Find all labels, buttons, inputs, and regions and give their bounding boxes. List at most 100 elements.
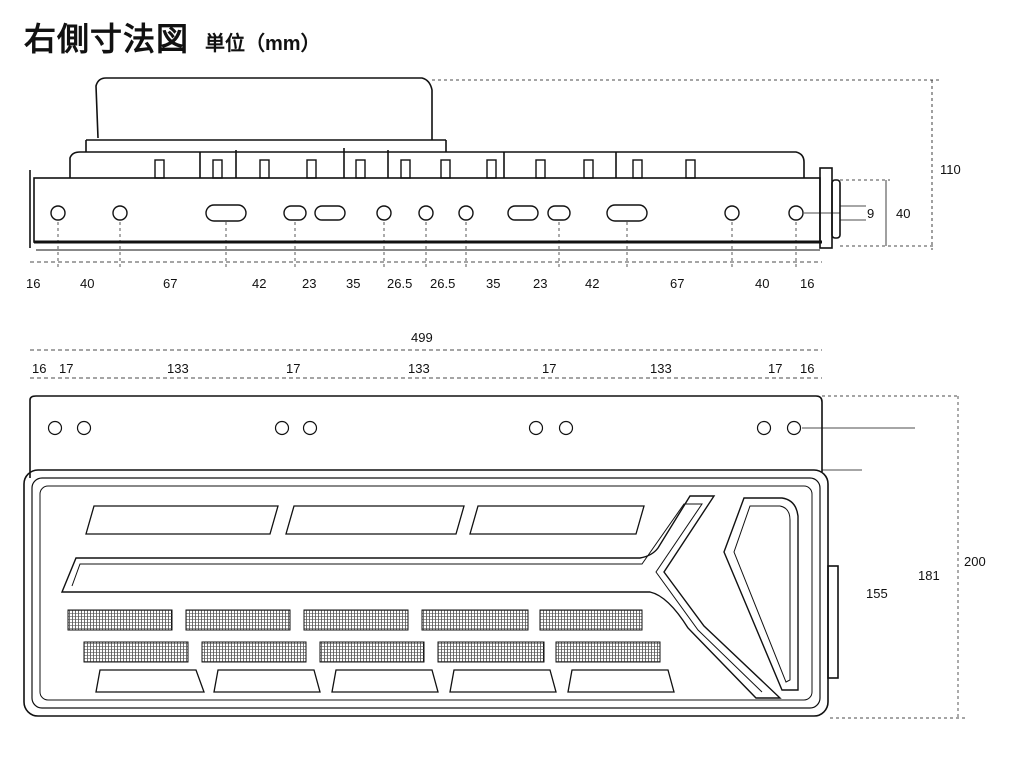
dim-label: 42 xyxy=(252,276,266,291)
lower-panel xyxy=(95,669,205,693)
dim-label: 35 xyxy=(346,276,360,291)
clips xyxy=(154,159,696,179)
clip xyxy=(583,159,594,179)
led-strip xyxy=(201,641,307,663)
hole xyxy=(302,420,318,436)
lens-rim xyxy=(39,485,813,701)
led-strips-row1 xyxy=(67,609,643,631)
led-strip xyxy=(83,641,189,663)
top-housing xyxy=(95,77,433,140)
drawing-title: 右側寸法図 単位（mm） xyxy=(24,14,321,57)
clip xyxy=(212,159,223,179)
clip xyxy=(486,159,497,179)
dim-label: 133 xyxy=(650,361,672,376)
mid-housing xyxy=(69,151,805,178)
slot xyxy=(547,205,571,221)
clip xyxy=(440,159,451,179)
dim-label: 42 xyxy=(585,276,599,291)
dim-label: 16 xyxy=(800,361,814,376)
dim-label: 35 xyxy=(486,276,500,291)
connector-cap xyxy=(831,179,841,239)
dim-label: 26.5 xyxy=(430,276,455,291)
led-strip xyxy=(185,609,291,631)
dim-181-label: 181 xyxy=(918,568,940,583)
title-unit: 単位（mm） xyxy=(205,33,321,55)
dim-9-label: 9 xyxy=(867,206,874,221)
led-strip xyxy=(539,609,643,631)
side-dim-lines xyxy=(804,80,933,250)
lower-panel xyxy=(449,669,557,693)
dim-label: 16 xyxy=(800,276,814,291)
dim-label: 17 xyxy=(286,361,300,376)
lens-panel xyxy=(285,505,465,535)
clip xyxy=(154,159,165,179)
hole xyxy=(458,205,474,221)
dim-40-label: 40 xyxy=(896,206,910,221)
hole xyxy=(418,205,434,221)
clip xyxy=(355,159,366,179)
front-view xyxy=(23,349,965,719)
clip xyxy=(259,159,270,179)
clip xyxy=(535,159,546,179)
led-strips-row2 xyxy=(83,641,661,663)
dim-label: 17 xyxy=(542,361,556,376)
base-bar xyxy=(33,177,821,243)
y-chevron xyxy=(60,495,782,699)
slot xyxy=(606,204,648,222)
hole xyxy=(724,205,740,221)
dim-label: 133 xyxy=(408,361,430,376)
dim-200-label: 200 xyxy=(964,554,986,569)
hole xyxy=(376,205,392,221)
lens-panel xyxy=(85,505,279,535)
hole xyxy=(756,420,772,436)
lower-panels xyxy=(95,669,675,693)
hole xyxy=(274,420,290,436)
dim-label: 17 xyxy=(59,361,73,376)
dim-label: 40 xyxy=(755,276,769,291)
dim-110-label: 110 xyxy=(940,162,961,177)
tail-arrow xyxy=(723,497,799,691)
clip xyxy=(685,159,696,179)
upper-panels xyxy=(85,505,645,535)
lower-panel xyxy=(331,669,439,693)
dim-label: 16 xyxy=(32,361,46,376)
slot xyxy=(283,205,307,221)
lens-panel xyxy=(469,505,645,535)
dim-label: 16 xyxy=(26,276,40,291)
dim-label: 23 xyxy=(302,276,316,291)
dim-label: 26.5 xyxy=(387,276,412,291)
clip xyxy=(306,159,317,179)
dim-label: 17 xyxy=(768,361,782,376)
tail-arrow-inner xyxy=(733,505,791,683)
right-connector xyxy=(819,167,833,249)
dim-155-label: 155 xyxy=(866,586,888,601)
led-strip xyxy=(555,641,661,663)
top-view-dimensions: 16 40 67 42 23 35 26.5 26.5 35 23 42 67 … xyxy=(26,162,961,291)
dim-label: 23 xyxy=(533,276,547,291)
slot xyxy=(205,204,247,222)
mounting-holes xyxy=(50,204,804,222)
overall-width-label: 499 xyxy=(411,330,433,345)
led-strip xyxy=(437,641,545,663)
extension-lines xyxy=(57,79,940,268)
top-view xyxy=(29,77,940,268)
dim-label: 67 xyxy=(670,276,684,291)
front-extension-lines xyxy=(802,395,965,719)
led-strip xyxy=(67,609,173,631)
side-tab xyxy=(827,565,839,679)
dim-label: 133 xyxy=(167,361,189,376)
led-strip xyxy=(319,641,425,663)
led-strip xyxy=(421,609,529,631)
mount-holes xyxy=(47,420,802,436)
dim-label: 67 xyxy=(163,276,177,291)
title-main: 右側寸法図 xyxy=(24,21,190,57)
front-view-dimensions: 499 16 17 133 17 133 17 133 17 16 155 18… xyxy=(32,330,986,601)
hole xyxy=(558,420,574,436)
lower-panel xyxy=(567,669,675,693)
slot xyxy=(507,205,539,221)
lower-panel xyxy=(213,669,321,693)
clip xyxy=(632,159,643,179)
lens-inner xyxy=(31,477,821,709)
slot xyxy=(314,205,346,221)
